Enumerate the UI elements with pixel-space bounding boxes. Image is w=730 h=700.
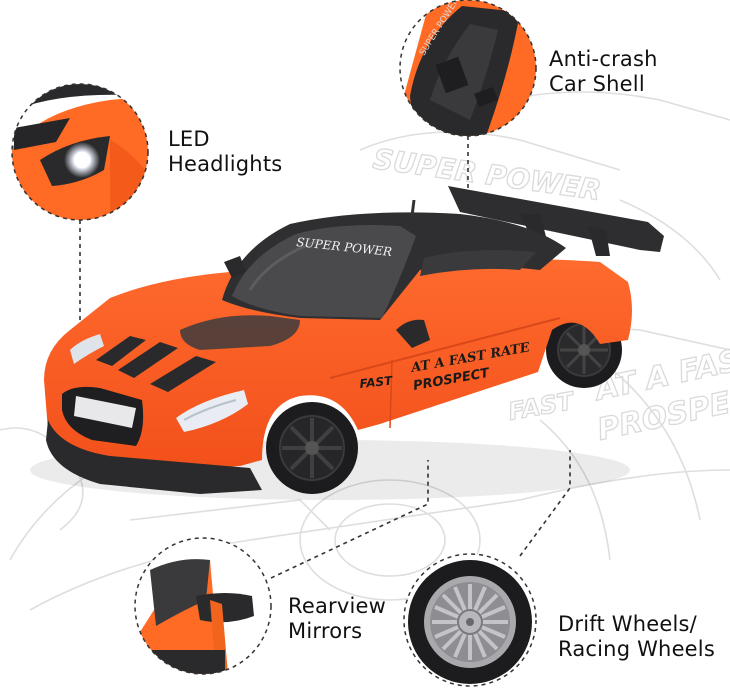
- label-wheels-line2: Racing Wheels: [558, 637, 715, 661]
- rc-car: SUPER POWER AT A FAST RATE PROSPECT FAST: [30, 186, 664, 500]
- headlight-closeup: [11, 83, 149, 221]
- label-shell-line1: Anti-crash: [549, 47, 658, 71]
- svg-text:FAST: FAST: [506, 387, 577, 426]
- label-anti-crash-shell: Anti-crash Car Shell: [549, 47, 658, 97]
- label-led-headlights: LED Headlights: [168, 127, 282, 177]
- label-drift-wheels: Drift Wheels/ Racing Wheels: [558, 612, 715, 662]
- mirror-closeup: [134, 537, 272, 675]
- label-shell-line2: Car Shell: [549, 72, 645, 96]
- shell-closeup: SUPER POWER: [399, 0, 537, 137]
- label-mirror-line2: Mirrors: [288, 619, 363, 643]
- label-led-line1: LED: [168, 127, 210, 151]
- wheel-closeup: [403, 553, 537, 687]
- label-wheels-line1: Drift Wheels/: [558, 612, 697, 636]
- label-mirror-line1: Rearview: [288, 594, 387, 618]
- decal-fast: FAST: [359, 374, 394, 391]
- label-led-line2: Headlights: [168, 152, 283, 176]
- label-rearview-mirrors: Rearview Mirrors: [288, 594, 386, 644]
